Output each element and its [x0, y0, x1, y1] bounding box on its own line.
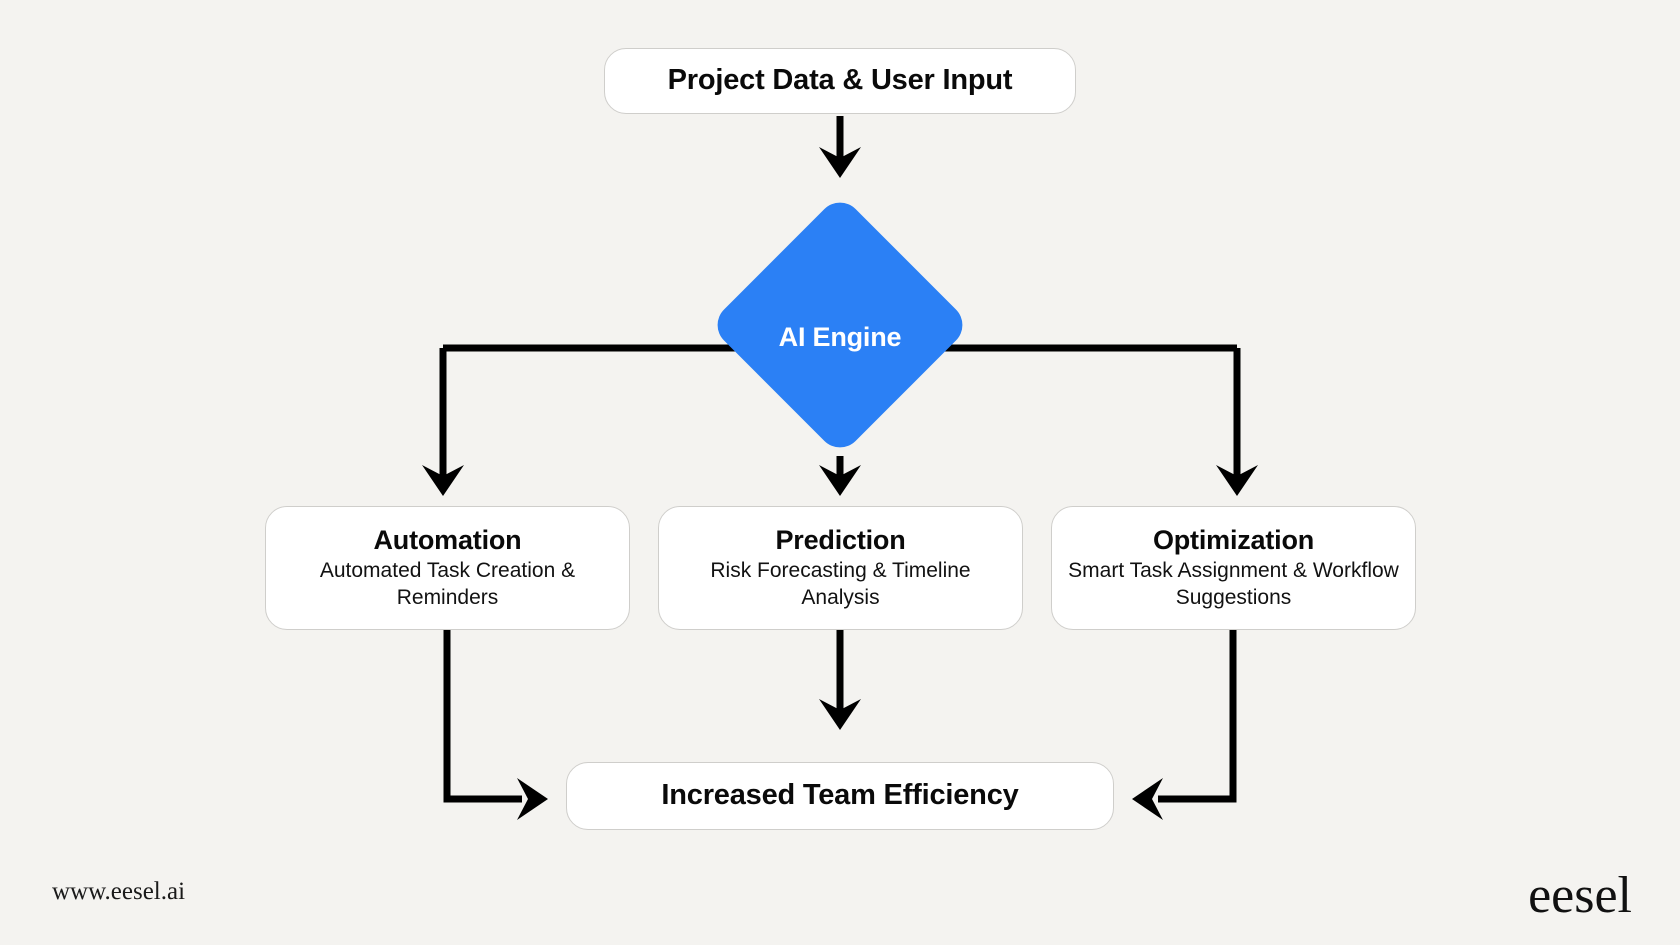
edge-automation-to-outcome [443, 630, 522, 803]
node-prediction-subtitle: Risk Forecasting & Timeline Analysis [710, 558, 971, 609]
node-engine-label: AI Engine [778, 321, 902, 352]
node-project-data-user-input[interactable]: Project Data & User Input [604, 48, 1076, 114]
arrowhead-down-optimization [1216, 465, 1258, 496]
node-prediction-title: Prediction [775, 524, 906, 555]
node-ai-engine[interactable]: AI Engine [708, 193, 972, 457]
arrowhead-down-engine [819, 147, 861, 178]
arrowhead-right-outcome [517, 778, 548, 820]
node-input-label: Project Data & User Input [667, 64, 1013, 97]
footer-website-url: www.eesel.ai [52, 878, 186, 905]
node-automation-subtitle: Automated Task Creation & Reminders [319, 558, 576, 609]
node-prediction[interactable]: Prediction Risk Forecasting & Timeline A… [658, 506, 1023, 630]
arrowhead-down-outcome [819, 699, 861, 730]
node-optimization[interactable]: Optimization Smart Task Assignment & Wor… [1051, 506, 1416, 630]
node-outcome-label: Increased Team Efficiency [661, 779, 1019, 812]
arrowhead-down-automation [422, 465, 464, 496]
edge-optimization-to-outcome [1158, 630, 1237, 803]
arrowhead-down-prediction [819, 465, 861, 496]
brand-logo-eesel: eesel [1528, 867, 1632, 924]
node-optimization-title: Optimization [1152, 524, 1315, 555]
node-automation[interactable]: Automation Automated Task Creation & Rem… [265, 506, 630, 630]
node-optimization-subtitle: Smart Task Assignment & Workflow Suggest… [1068, 558, 1399, 609]
arrowhead-left-outcome [1132, 778, 1163, 820]
node-increased-team-efficiency[interactable]: Increased Team Efficiency [566, 762, 1114, 830]
node-automation-title: Automation [373, 524, 522, 555]
